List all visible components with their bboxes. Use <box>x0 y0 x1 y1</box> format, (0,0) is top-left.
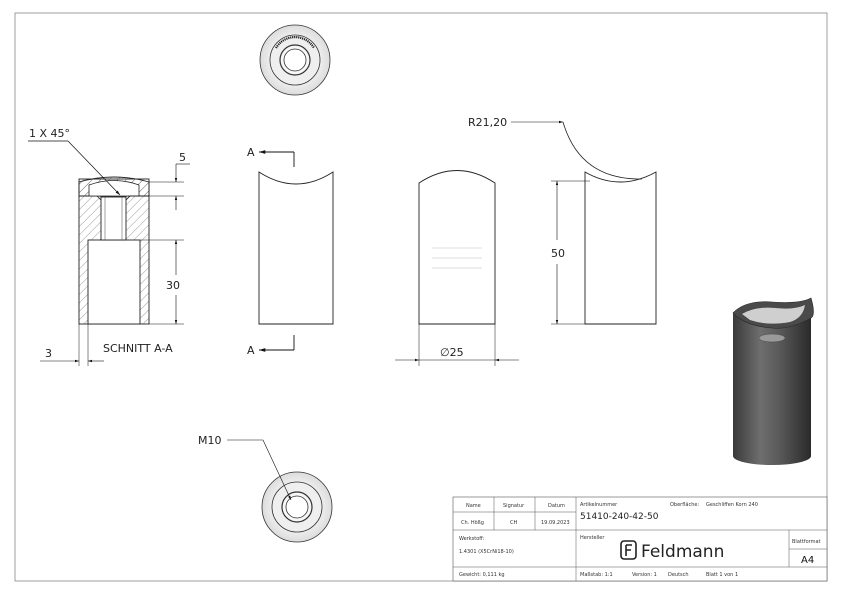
tb-language: Deutsch <box>668 572 689 578</box>
tb-signature-value: CH <box>510 520 517 526</box>
tb-material-label: Werkstoff: <box>459 536 485 542</box>
tb-version: Version: 1 <box>632 572 657 578</box>
tb-date-value: 19.09.2023 <box>541 520 570 526</box>
feldmann-logo-icon <box>620 540 637 560</box>
radius-label: R21,20 <box>468 116 507 129</box>
tb-article-number: 51410-240-42-50 <box>580 512 659 522</box>
bottom-view <box>227 439 333 543</box>
brand-name: Feldmann <box>641 542 724 562</box>
tb-material-value: 1.4301 (X5CrNi18-10) <box>459 549 514 555</box>
height-label: 50 <box>551 247 565 260</box>
thread-depth-label: 5 <box>179 151 186 164</box>
side-view <box>395 170 519 366</box>
tb-format-label: Blattformat <box>792 539 821 545</box>
tb-weight: Gewicht: 0,111 kg <box>459 572 505 578</box>
section-view <box>28 140 190 366</box>
title-block <box>452 496 828 582</box>
tb-header-signature: Signatur <box>503 503 525 509</box>
tb-format-value: A4 <box>801 555 814 566</box>
section-mark-top: A <box>247 146 255 159</box>
tb-name-value: Ch. Hößg <box>461 520 484 526</box>
tb-surface-value: Geschliffen Korn 240 <box>706 502 758 508</box>
tb-surface-label: Oberfläche: <box>670 502 699 508</box>
front-view <box>258 150 334 352</box>
tb-header-name: Name <box>466 503 481 509</box>
tb-manufacturer-label: Hersteller <box>580 535 605 541</box>
sheet-border <box>14 12 828 582</box>
tb-article-label: Artikelnummer <box>580 502 618 508</box>
section-title: SCHNITT A-A <box>103 342 173 355</box>
diameter-label: ∅25 <box>440 346 464 359</box>
bore-depth-label: 30 <box>166 279 180 292</box>
tb-sheet: Blatt 1 von 1 <box>706 572 738 578</box>
thread-label: M10 <box>198 434 222 447</box>
top-view <box>259 24 331 96</box>
section-mark-bottom: A <box>247 344 255 357</box>
tb-header-date: Datum <box>548 503 565 509</box>
profile-view <box>511 120 657 325</box>
iso-3d-render <box>732 297 814 465</box>
tb-scale: Maßstab: 1:1 <box>580 572 613 578</box>
chamfer-label: 1 X 45° <box>29 127 70 140</box>
wall-thickness-label: 3 <box>45 347 52 360</box>
